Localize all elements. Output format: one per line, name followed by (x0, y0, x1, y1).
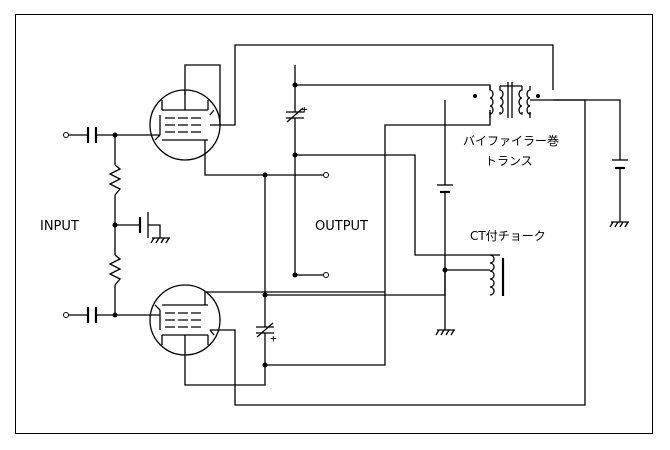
ground-symbol-right (609, 221, 629, 228)
upper-tube (149, 89, 221, 161)
input-capacitor-bottom (86, 307, 98, 323)
plus-sign-bottom: + (270, 332, 277, 345)
choke-label: CT付チョーク (470, 229, 546, 243)
ct-choke (489, 254, 505, 296)
terminals (63, 132, 329, 318)
output-label: OUTPUT (315, 219, 368, 234)
bifilar-transformer (489, 82, 531, 118)
output-terminal-top (323, 172, 329, 178)
cathode-capacitor-top (286, 100, 304, 128)
input-capacitor-top (86, 127, 98, 143)
grid-resistor-bottom (108, 254, 122, 286)
ground-symbol-input (150, 237, 170, 244)
plus-sign-top: + (301, 103, 308, 116)
grid-resistor-top (108, 164, 122, 196)
input-label: INPUT (40, 219, 79, 234)
output-terminal-bottom (323, 272, 329, 278)
battery-bias-center (437, 184, 453, 194)
cathode-capacitor-bottom (256, 320, 274, 345)
battery-right (612, 159, 628, 170)
transformer-label-line2: トランス (485, 154, 533, 168)
input-terminal-top (63, 132, 69, 138)
diagram-frame (15, 14, 653, 434)
input-terminal-bottom (63, 312, 69, 318)
junction-dots (112, 82, 540, 368)
ground-symbol-choke (435, 329, 455, 336)
bias-battery (138, 212, 149, 238)
lower-tube (149, 284, 221, 356)
transformer-label-line1: バイファイラー巻 (463, 134, 560, 148)
